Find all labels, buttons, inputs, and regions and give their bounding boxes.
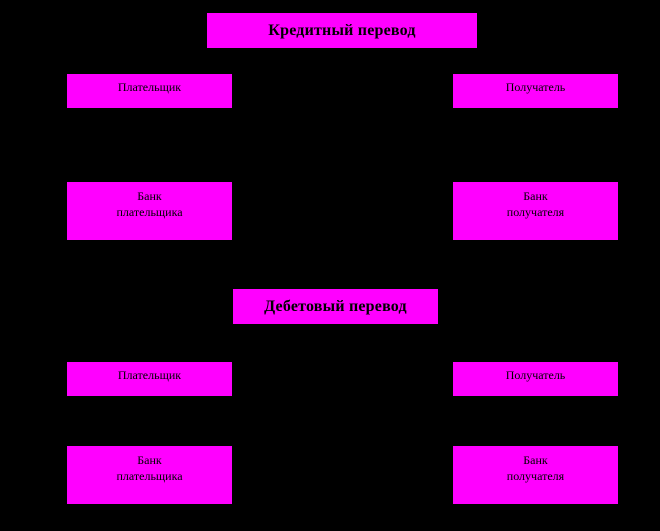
debit-payer-bank-box: Банк плательщика: [67, 446, 232, 504]
credit-payer-box: Плательщик: [67, 74, 232, 108]
credit-transfer-title: Кредитный перевод: [207, 13, 477, 48]
debit-recipient-box: Получатель: [453, 362, 618, 396]
credit-payer-bank-line2: плательщика: [116, 205, 183, 219]
credit-recipient-bank-line1: Банк: [523, 189, 548, 203]
credit-recipient-label: Получатель: [505, 80, 566, 94]
credit-payer-bank-box: Банк плательщика: [67, 182, 232, 240]
debit-payer-bank-line1: Банк: [137, 453, 162, 467]
debit-recipient-label: Получатель: [505, 368, 566, 382]
debit-payer-box: Плательщик: [67, 362, 232, 396]
debit-transfer-title: Дебетовый перевод: [233, 289, 438, 324]
debit-recipient-bank-line2: получателя: [506, 469, 565, 483]
credit-payer-label: Плательщик: [117, 80, 182, 94]
credit-recipient-bank-line2: получателя: [506, 205, 565, 219]
credit-payer-bank-line1: Банк: [137, 189, 162, 203]
credit-recipient-bank-box: Банк получателя: [453, 182, 618, 240]
debit-recipient-bank-line1: Банк: [523, 453, 548, 467]
debit-recipient-bank-box: Банк получателя: [453, 446, 618, 504]
credit-recipient-box: Получатель: [453, 74, 618, 108]
debit-payer-label: Плательщик: [117, 368, 182, 382]
debit-payer-bank-line2: плательщика: [116, 469, 183, 483]
